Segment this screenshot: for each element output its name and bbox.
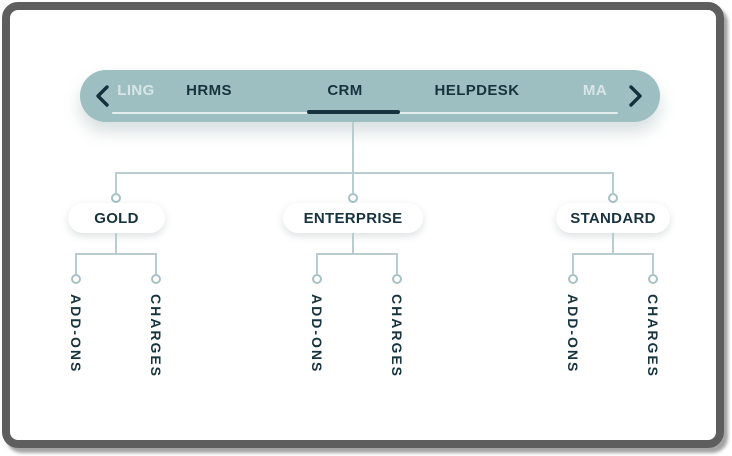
tab-hrms[interactable]: HRMS (186, 82, 232, 99)
leaf-label-enterprise-addons: ADD-ONS (309, 294, 325, 374)
plan-node-gold[interactable]: GOLD (68, 203, 165, 233)
leaf-port-standard-addons (568, 274, 578, 284)
connector-level1-horizontal (115, 172, 614, 174)
node-port-gold (111, 193, 121, 203)
connector-enterprise-children-horizontal (316, 253, 398, 255)
tab-helpdesk[interactable]: HELPDESK (434, 82, 520, 99)
carousel-prev-button[interactable] (90, 81, 116, 111)
connector-standard-child1-drop (572, 253, 574, 274)
leaf-label-standard-charges: CHARGES (645, 294, 661, 379)
product-tab-carousel: LING HRMS CRM HELPDESK MA (80, 70, 660, 122)
chevron-right-icon (626, 84, 644, 108)
connector-standard-children-horizontal (572, 253, 654, 255)
tab-crm[interactable]: CRM (327, 82, 363, 99)
leaf-label-gold-charges: CHARGES (148, 294, 164, 379)
node-port-enterprise (348, 193, 358, 203)
connector-standard-drop (612, 172, 614, 193)
leaf-label-gold-addons: ADD-ONS (68, 294, 84, 374)
leaf-port-standard-charges (648, 274, 658, 284)
plan-node-standard[interactable]: STANDARD (556, 203, 670, 233)
leaf-port-gold-charges (151, 274, 161, 284)
tab-partial-right[interactable]: MA (582, 82, 608, 99)
connector-gold-stub (115, 233, 117, 254)
leaf-label-standard-addons: ADD-ONS (565, 294, 581, 374)
connector-enterprise-stub (352, 233, 354, 254)
connector-gold-child2-drop (155, 253, 157, 274)
active-tab-underline (307, 110, 400, 114)
connector-gold-drop (115, 172, 117, 193)
connector-root-vertical (352, 122, 354, 193)
leaf-port-enterprise-charges (392, 274, 402, 284)
leaf-port-gold-addons (71, 274, 81, 284)
chevron-left-icon (94, 84, 112, 108)
tab-partial-left[interactable]: LING (117, 82, 155, 99)
connector-gold-children-horizontal (75, 253, 157, 255)
plan-node-enterprise[interactable]: ENTERPRISE (283, 203, 423, 233)
carousel-next-button[interactable] (622, 81, 648, 111)
leaf-port-enterprise-addons (312, 274, 322, 284)
connector-enterprise-child1-drop (316, 253, 318, 274)
leaf-label-enterprise-charges: CHARGES (389, 294, 405, 379)
connector-standard-child2-drop (652, 253, 654, 274)
node-port-standard (608, 193, 618, 203)
connector-gold-child1-drop (75, 253, 77, 274)
connector-enterprise-child2-drop (396, 253, 398, 274)
connector-standard-stub (612, 233, 614, 254)
